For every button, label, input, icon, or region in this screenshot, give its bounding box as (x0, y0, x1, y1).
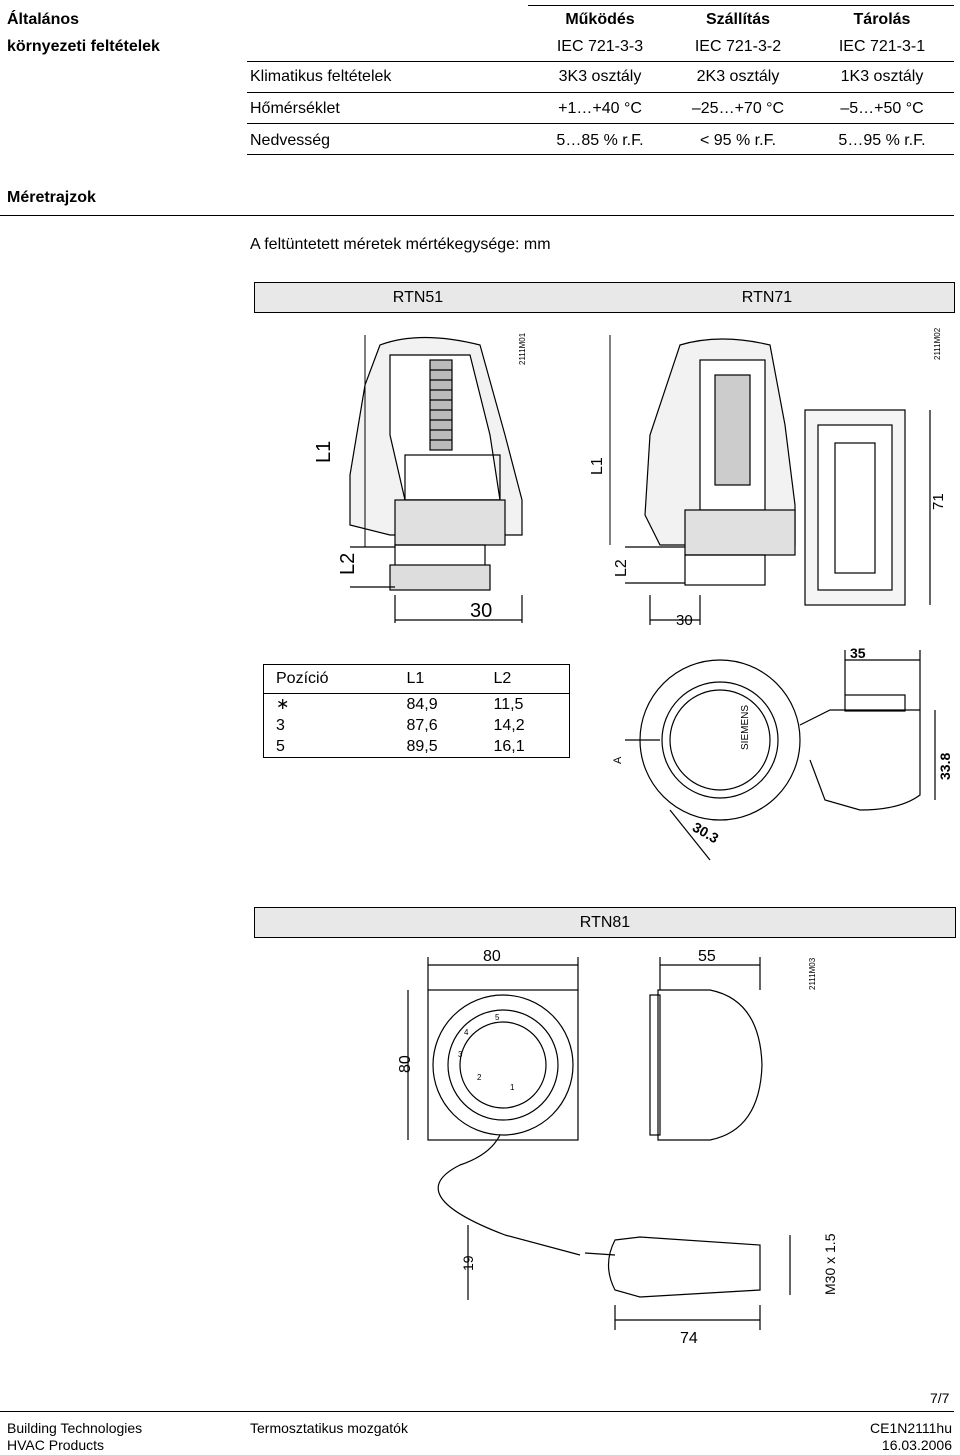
rtn81-dim-55: 55 (698, 948, 716, 965)
rtn51-dim-30: 30 (470, 600, 492, 622)
cell: < 95 % r.F. (699, 132, 777, 149)
rtn71-dim-71: 71 (930, 493, 947, 510)
section-title-drawings: Méretrajzok (7, 189, 96, 206)
cell: 14,2 (493, 717, 525, 734)
col-storage-std: IEC 721-3-1 (838, 38, 926, 55)
rtn71-dim-l1: L1 (590, 457, 606, 475)
rtn81-dim-80-top: 80 (483, 948, 501, 965)
col-storage: Tárolás (853, 11, 911, 28)
unit-note: A feltüntetett méretek mértékegysége: mm (250, 236, 551, 253)
scale-mark: 4 (464, 1028, 469, 1037)
rtn71-code: 2111M02 (933, 327, 942, 360)
rtn71-header: RTN71 (580, 282, 955, 313)
page-number: 7/7 (930, 1390, 950, 1406)
cell: 89,5 (406, 738, 438, 755)
header-position: Pozíció (263, 664, 395, 694)
table-row: ∗ 84,9 11,5 (264, 694, 570, 716)
siemens-logo-text: SIEMENS (740, 705, 751, 750)
row-rule (247, 154, 954, 155)
scale-mark: 3 (458, 1050, 463, 1059)
cell: 1K3 osztály (840, 68, 924, 85)
col-operation-std: IEC 721-3-3 (556, 38, 644, 55)
rtn71-dim-30: 30 (676, 612, 693, 629)
position-table: Pozíció L1 L2 ∗ 84,9 11,5 3 87,6 14,2 5 … (263, 664, 570, 758)
header-l2: L2 (481, 664, 570, 694)
rtn81-dim-80-side: 80 (397, 1055, 414, 1073)
rtn51-dim-l2: L2 (337, 553, 359, 575)
header-l1: L1 (394, 664, 482, 694)
rtn71-drawing: L1 L2 30 71 2111M02 (590, 327, 947, 629)
table-row: Pozíció L1 L2 (263, 664, 570, 694)
rtn81-drawing: 80 55 80 19 74 M30 x 1.5 1 2 3 4 5 2111M… (397, 948, 838, 1345)
cell: 87,6 (406, 717, 438, 734)
rtn51-dim-l1: L1 (313, 441, 335, 463)
col-operation: Működés (565, 11, 635, 28)
cell: –25…+70 °C (691, 100, 785, 117)
rtn81-header: RTN81 (254, 907, 956, 938)
table-top-rule (528, 5, 954, 6)
row-label: Klimatikus feltételek (250, 68, 392, 85)
table-row: 5 89,5 16,1 (264, 736, 570, 758)
footer-product: Termosztatikus mozgatók (250, 1420, 408, 1436)
rtn71-dim-35: 35 (850, 645, 866, 661)
table-row: 3 87,6 14,2 (264, 715, 570, 736)
section-title-line2: környezeti feltételek (7, 38, 160, 55)
rtn71-dim-l2: L2 (613, 559, 630, 577)
cell: 84,9 (406, 696, 438, 713)
rtn51-drawing: L1 L2 30 2111M01 (313, 332, 527, 623)
scale-mark: 1 (510, 1083, 515, 1092)
rtn71-dim-33-8: 33.8 (937, 753, 953, 780)
rtn71-top-view: SIEMENS 35 33.8 30.3 A (612, 645, 953, 861)
cell: 3K3 osztály (558, 68, 642, 85)
cell: –5…+50 °C (840, 100, 924, 117)
section-rule (0, 215, 954, 216)
footer-date: 16.03.2006 (881, 1437, 952, 1453)
cell: ∗ (276, 696, 290, 713)
cell: 3 (276, 717, 285, 734)
rtn71-dim-30-3: 30.3 (690, 819, 722, 847)
section-marker-a: A (612, 756, 624, 764)
scale-mark: 5 (495, 1013, 500, 1022)
footer-company: Building Technologies (7, 1420, 143, 1436)
row-rule (247, 92, 954, 93)
row-label: Nedvesség (250, 132, 331, 149)
rtn51-code: 2111M01 (518, 332, 527, 365)
cell: 5…85 % r.F. (556, 132, 644, 149)
row-rule (247, 123, 954, 124)
rtn81-dim-thread: M30 x 1.5 (822, 1233, 838, 1295)
footer-rule (0, 1411, 954, 1412)
rtn81-dim-19: 19 (460, 1255, 476, 1271)
rtn51-header: RTN51 (254, 282, 582, 313)
cell: 5…95 % r.F. (838, 132, 926, 149)
footer-division: HVAC Products (7, 1437, 104, 1453)
footer-doc-code: CE1N2111hu (870, 1420, 952, 1436)
row-rule (247, 61, 954, 62)
rtn81-code: 2111M03 (808, 957, 817, 990)
section-title-line1: Általános (7, 11, 80, 28)
rtn81-dim-74: 74 (680, 1330, 698, 1345)
cell: 2K3 osztály (696, 68, 780, 85)
row-label: Hőmérséklet (250, 100, 340, 117)
cell: +1…+40 °C (558, 100, 642, 117)
col-transport: Szállítás (705, 11, 771, 28)
cell: 11,5 (493, 696, 524, 713)
col-transport-std: IEC 721-3-2 (694, 38, 782, 55)
cell: 16,1 (493, 738, 525, 755)
scale-mark: 2 (477, 1073, 482, 1082)
cell: 5 (276, 738, 285, 755)
